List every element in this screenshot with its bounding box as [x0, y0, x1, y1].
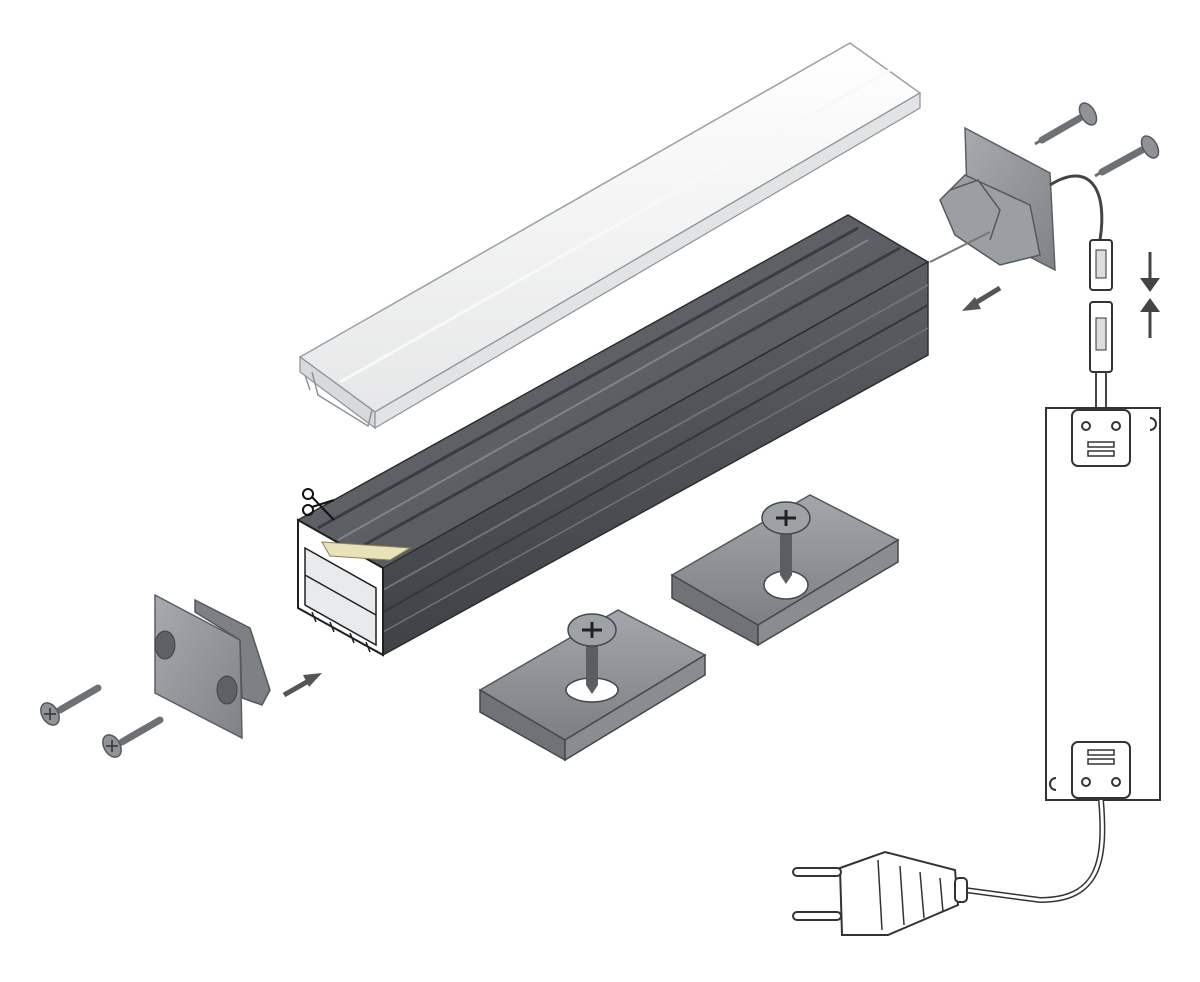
screw-icon	[1094, 135, 1160, 178]
connect-arrows	[1140, 252, 1160, 338]
scissors-icon	[302, 488, 335, 521]
power-cable	[964, 799, 1106, 904]
screw-icon	[102, 716, 164, 758]
arrow-icon	[962, 285, 1002, 311]
mounting-clip	[670, 494, 900, 647]
end-cap-right	[939, 126, 1056, 272]
screw-icon	[1034, 102, 1098, 146]
end-cap-left	[154, 593, 271, 740]
plug-icon	[792, 850, 968, 936]
mounting-clip	[478, 609, 707, 762]
screw-icon	[40, 684, 102, 726]
connector-male	[1089, 239, 1113, 291]
connector-female	[1089, 301, 1113, 408]
power-supply	[1045, 407, 1161, 801]
arrow-icon	[282, 673, 322, 698]
cable-upper	[929, 174, 1104, 263]
aluminium-profile	[296, 214, 930, 657]
diffuser-cover	[298, 42, 922, 430]
